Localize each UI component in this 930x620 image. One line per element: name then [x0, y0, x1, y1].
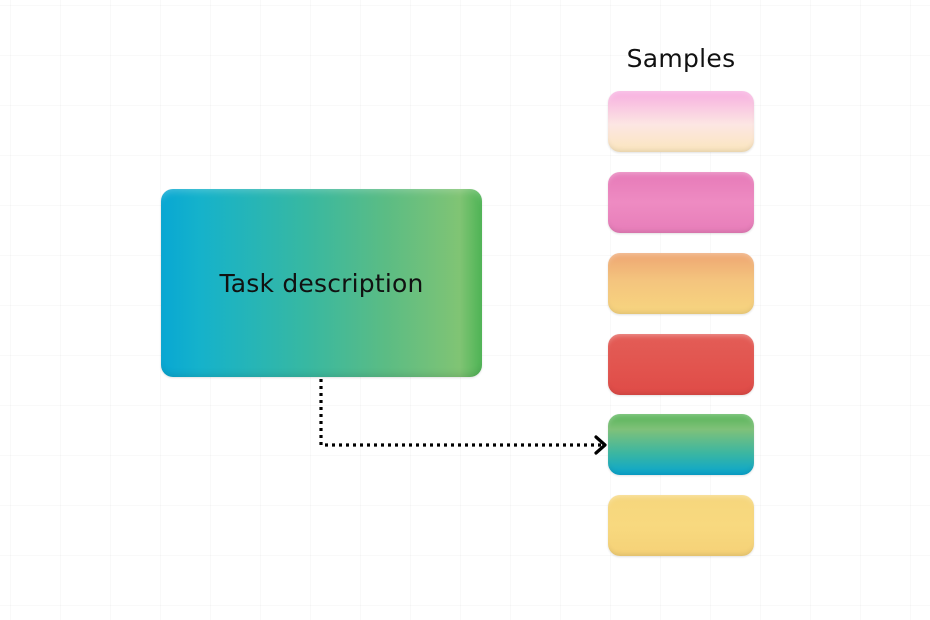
- arrowhead-icon: [594, 435, 607, 455]
- task-description-box: Task description: [161, 189, 482, 377]
- sample-6: [608, 495, 754, 556]
- sample-4: [608, 334, 754, 395]
- connector-line: [319, 379, 603, 447]
- sample-1: [608, 91, 754, 152]
- sample-3: [608, 253, 754, 314]
- samples-title: Samples: [626, 44, 736, 73]
- sample-2: [608, 172, 754, 233]
- task-description-label: Task description: [219, 268, 424, 298]
- sample-5: [608, 414, 754, 475]
